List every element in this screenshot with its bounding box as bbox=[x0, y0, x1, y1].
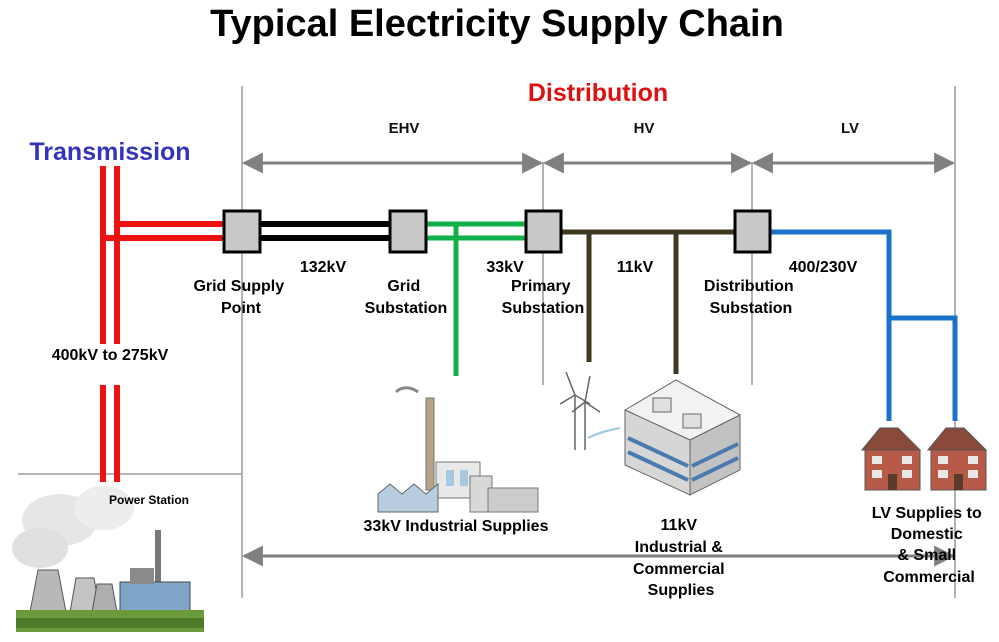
voltage-400-230v: 400/230V bbox=[789, 259, 858, 276]
wind-turbine-icon bbox=[559, 371, 621, 450]
transmission-lines bbox=[100, 166, 224, 482]
zone-label-hv: HV bbox=[634, 120, 655, 137]
grid-substation-box bbox=[388, 209, 428, 254]
page-title: Typical Electricity Supply Chain bbox=[210, 3, 784, 45]
primary-substation-label: Primary Substation bbox=[502, 278, 585, 317]
zone-label-lv: LV bbox=[841, 120, 859, 137]
zone-label-ehv: EHV bbox=[389, 120, 420, 137]
grid-supply-point-label: Grid Supply Point bbox=[193, 278, 288, 317]
distribution-substation-box bbox=[733, 209, 772, 254]
voltage-33kv: 33kV bbox=[486, 259, 524, 276]
power-station-icon bbox=[12, 486, 204, 632]
voltage-11kv: 11kV bbox=[617, 259, 654, 276]
line-lv bbox=[770, 229, 958, 421]
house-icon-2 bbox=[926, 427, 988, 491]
lv-supplies-label: LV Supplies to Domestic & Small Commerci… bbox=[872, 505, 986, 586]
distribution-header: Distribution bbox=[528, 79, 668, 107]
industrial-33kv-label: 33kV Industrial Supplies bbox=[364, 518, 549, 535]
line-33kv bbox=[426, 221, 526, 376]
distribution-substation-label: Distribution Substation bbox=[704, 278, 798, 317]
transmission-header: Transmission bbox=[29, 138, 190, 166]
factory-icon bbox=[377, 386, 539, 513]
office-building-icon bbox=[623, 379, 742, 496]
power-station-label: Power Station bbox=[109, 493, 189, 507]
line-11kv bbox=[561, 229, 735, 374]
industrial-11kv-label: 11kV Industrial & Commercial Supplies bbox=[633, 517, 729, 599]
voltage-132kv: 132kV bbox=[300, 259, 347, 276]
line-132kv bbox=[260, 221, 390, 241]
grid-substation-label: Grid Substation bbox=[365, 278, 448, 317]
voltage-400-275kv: 400kV to 275kV bbox=[52, 347, 169, 364]
grid-supply-point-box bbox=[222, 209, 262, 254]
house-icon bbox=[860, 427, 922, 491]
primary-substation-box bbox=[524, 209, 563, 254]
